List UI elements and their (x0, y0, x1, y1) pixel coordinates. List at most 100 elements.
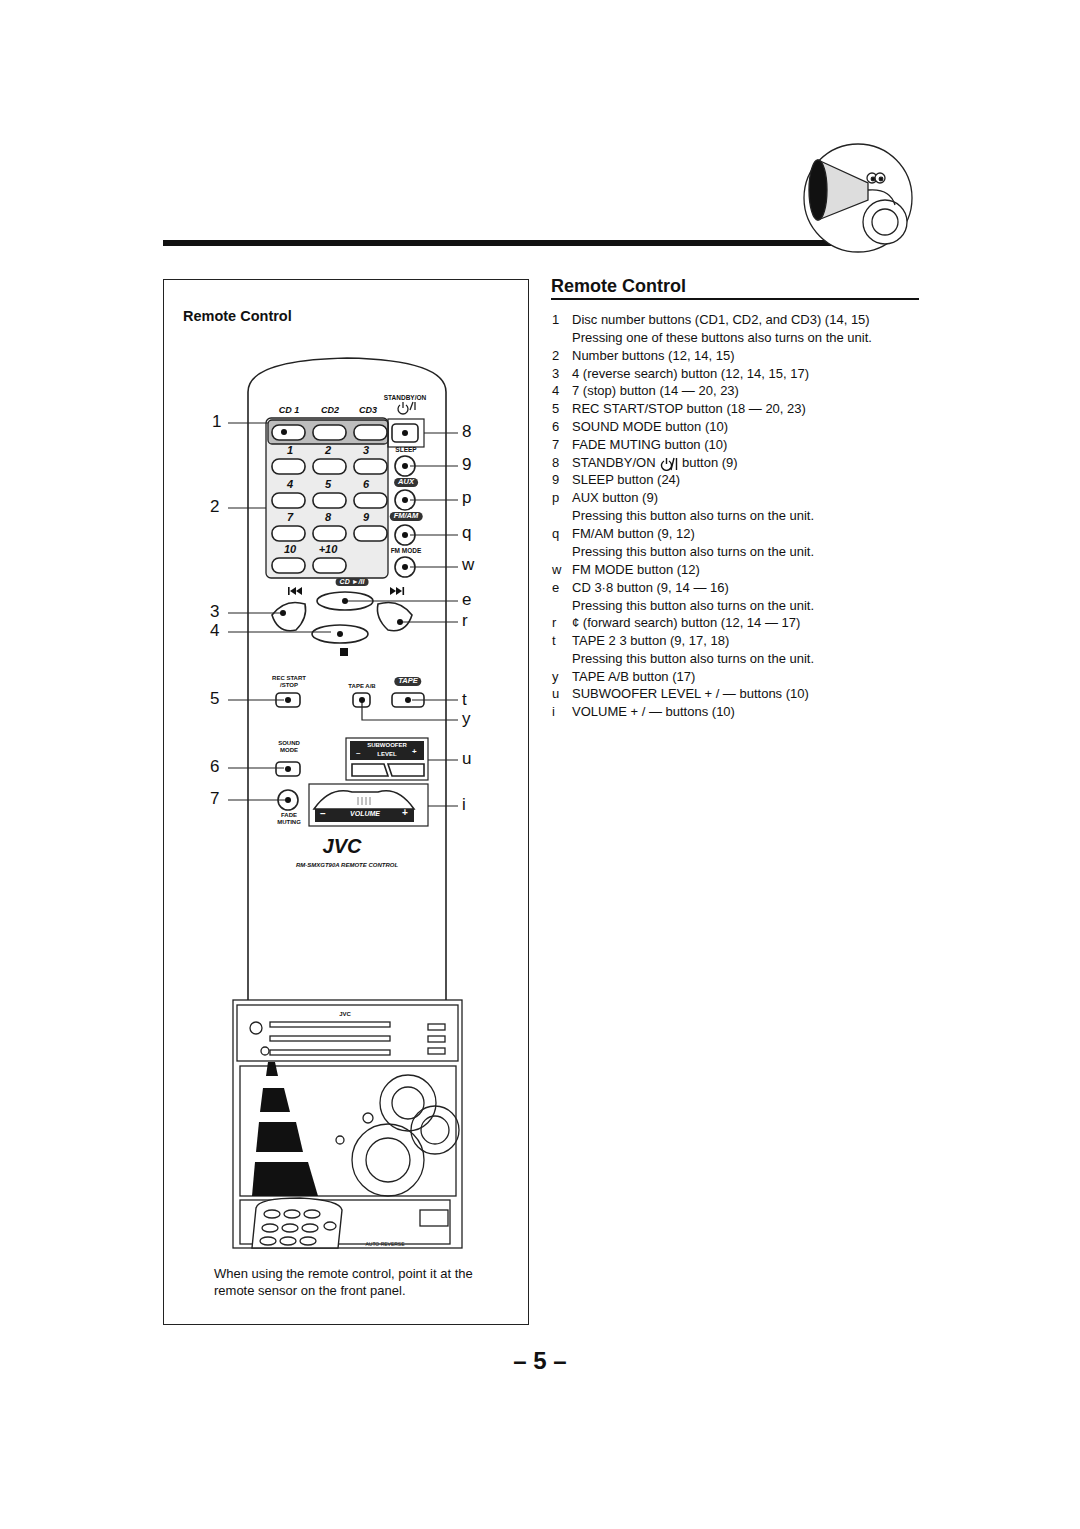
remote-key-label: SLEEP (395, 446, 416, 453)
list-text: SOUND MODE button (10) (572, 420, 728, 435)
callout-number: 6 (210, 757, 219, 777)
list-text: CD 3·8 button (9, 14 — 16) (572, 581, 729, 596)
list-text: Pressing this button also turns on the u… (572, 509, 814, 524)
list-text: ¢ (forward search) button (12, 14 — 17) (572, 616, 800, 631)
page-number: – 5 – (513, 1347, 566, 1375)
remote-key-label: – (356, 748, 360, 757)
remote-key-label: 3 (363, 444, 369, 457)
callout-number: 2 (210, 497, 219, 517)
list-text: FADE MUTING button (10) (572, 438, 727, 453)
list-text: q (552, 527, 559, 542)
remote-key-label: JVC (339, 1011, 351, 1018)
list-text: 6 (552, 420, 559, 435)
remote-key-label: 7 (287, 511, 293, 524)
remote-key-label: +10 (319, 543, 338, 556)
list-text: 7 (552, 438, 559, 453)
list-text: 4 (reverse search) button (12, 14, 15, 1… (572, 367, 809, 382)
callout-number: y (462, 709, 471, 729)
list-text: STANDBY/ON (572, 456, 656, 471)
front-unit (233, 1000, 462, 1248)
callout-number: p (462, 488, 471, 508)
list-text: 7 (stop) button (14 — 20, 23) (572, 384, 739, 399)
remote-key-label: FADE MUTING (269, 812, 309, 826)
list-text: Pressing this button also turns on the u… (572, 599, 814, 614)
callout-number: u (462, 749, 471, 769)
callout-number: 4 (210, 621, 219, 641)
list-text: i (552, 705, 555, 720)
remote-key-label: 6 (363, 478, 369, 491)
list-text: Pressing one of these buttons also turns… (572, 331, 872, 346)
remote-key-label: 8 (325, 511, 331, 524)
remote-key-label: STANDBY/ON (384, 394, 427, 401)
remote-key-label: LEVEL (377, 751, 396, 758)
list-text: u (552, 687, 559, 702)
callout-number: r (462, 611, 468, 631)
remote-key-label: + (402, 807, 408, 819)
remote-key-label: CD 1 (279, 405, 300, 415)
remote-key-label: 5 (325, 478, 331, 491)
remote-key-label: CD3 (359, 405, 377, 415)
remote-key-label: 10 (284, 543, 296, 556)
remote-key-label: CD2 (321, 405, 339, 415)
list-text: e (552, 581, 559, 596)
list-text: p (552, 491, 559, 506)
list-text: w (552, 563, 561, 578)
list-text: FM MODE button (12) (572, 563, 700, 578)
panel-heading: Remote Control (183, 308, 292, 324)
remote-key-label: JVC (323, 835, 362, 858)
list-text: SUBWOOFER LEVEL + / — buttons (10) (572, 687, 809, 702)
list-text: Pressing this button also turns on the u… (572, 652, 814, 667)
callout-number: 1 (212, 412, 221, 432)
remote-key-label: FM/AM (390, 512, 423, 521)
header-bar (163, 240, 849, 246)
list-text: 3 (552, 367, 559, 382)
remote-key-label: 1 (287, 444, 293, 457)
list-text: 2 (552, 349, 559, 364)
list-text: y (552, 670, 559, 685)
list-text: TAPE 2 3 button (9, 17, 18) (572, 634, 729, 649)
list-text: TAPE A/B button (17) (572, 670, 695, 685)
list-text: Disc number buttons (CD1, CD2, and CD3) … (572, 313, 870, 328)
list-text: r (552, 616, 556, 631)
remote-key-label: + (412, 747, 417, 756)
remote-key-label: 2 (325, 444, 331, 457)
remote-key-label: – (320, 808, 326, 820)
list-text: 5 (552, 402, 559, 417)
list-text: SLEEP button (24) (572, 473, 680, 488)
panel-caption: When using the remote control, point it … (214, 1265, 504, 1299)
callout-number: t (462, 690, 467, 710)
list-text: button (9) (682, 456, 738, 471)
remote-key-label: FM MODE (391, 547, 422, 554)
callout-number: 9 (462, 455, 471, 475)
remote-key-label: VOLUME (350, 810, 380, 818)
callout-number: e (462, 590, 471, 610)
remote-key-label: CD ►/II (336, 578, 369, 586)
list-text: Pressing this button also turns on the u… (572, 545, 814, 560)
callout-number: i (462, 795, 466, 815)
remote-key-label: RM-SMXGT90A REMOTE CONTROL (296, 862, 398, 869)
callout-number: w (462, 555, 474, 575)
list-text: VOLUME + / — buttons (10) (572, 705, 735, 720)
remote-key-label: REC START /STOP (267, 675, 311, 689)
power-symbol (660, 457, 678, 471)
remote-key-label: SUBWOOFER (367, 742, 407, 749)
list-text: t (552, 634, 556, 649)
remote-key-label: 9 (363, 511, 369, 524)
list-text: 1 (552, 313, 559, 328)
remote-key-label: SOUND MODE (269, 740, 309, 754)
section-heading: Remote Control (551, 276, 686, 297)
list-text: 8 (552, 456, 559, 471)
remote-key-label: AUX (394, 478, 418, 487)
callout-number: 3 (210, 602, 219, 622)
list-text: REC START/STOP button (18 — 20, 23) (572, 402, 806, 417)
remote-control (228, 358, 458, 1025)
callout-number: 7 (210, 789, 219, 809)
list-text: AUX button (9) (572, 491, 658, 506)
remote-key-label: TAPE (394, 677, 421, 686)
remote-key-label: TAPE A/B (348, 683, 375, 690)
remote-key-label: 4 (287, 478, 293, 491)
list-text: Number buttons (12, 14, 15) (572, 349, 735, 364)
heading-rule (551, 298, 919, 300)
list-text: FM/AM button (9, 12) (572, 527, 695, 542)
